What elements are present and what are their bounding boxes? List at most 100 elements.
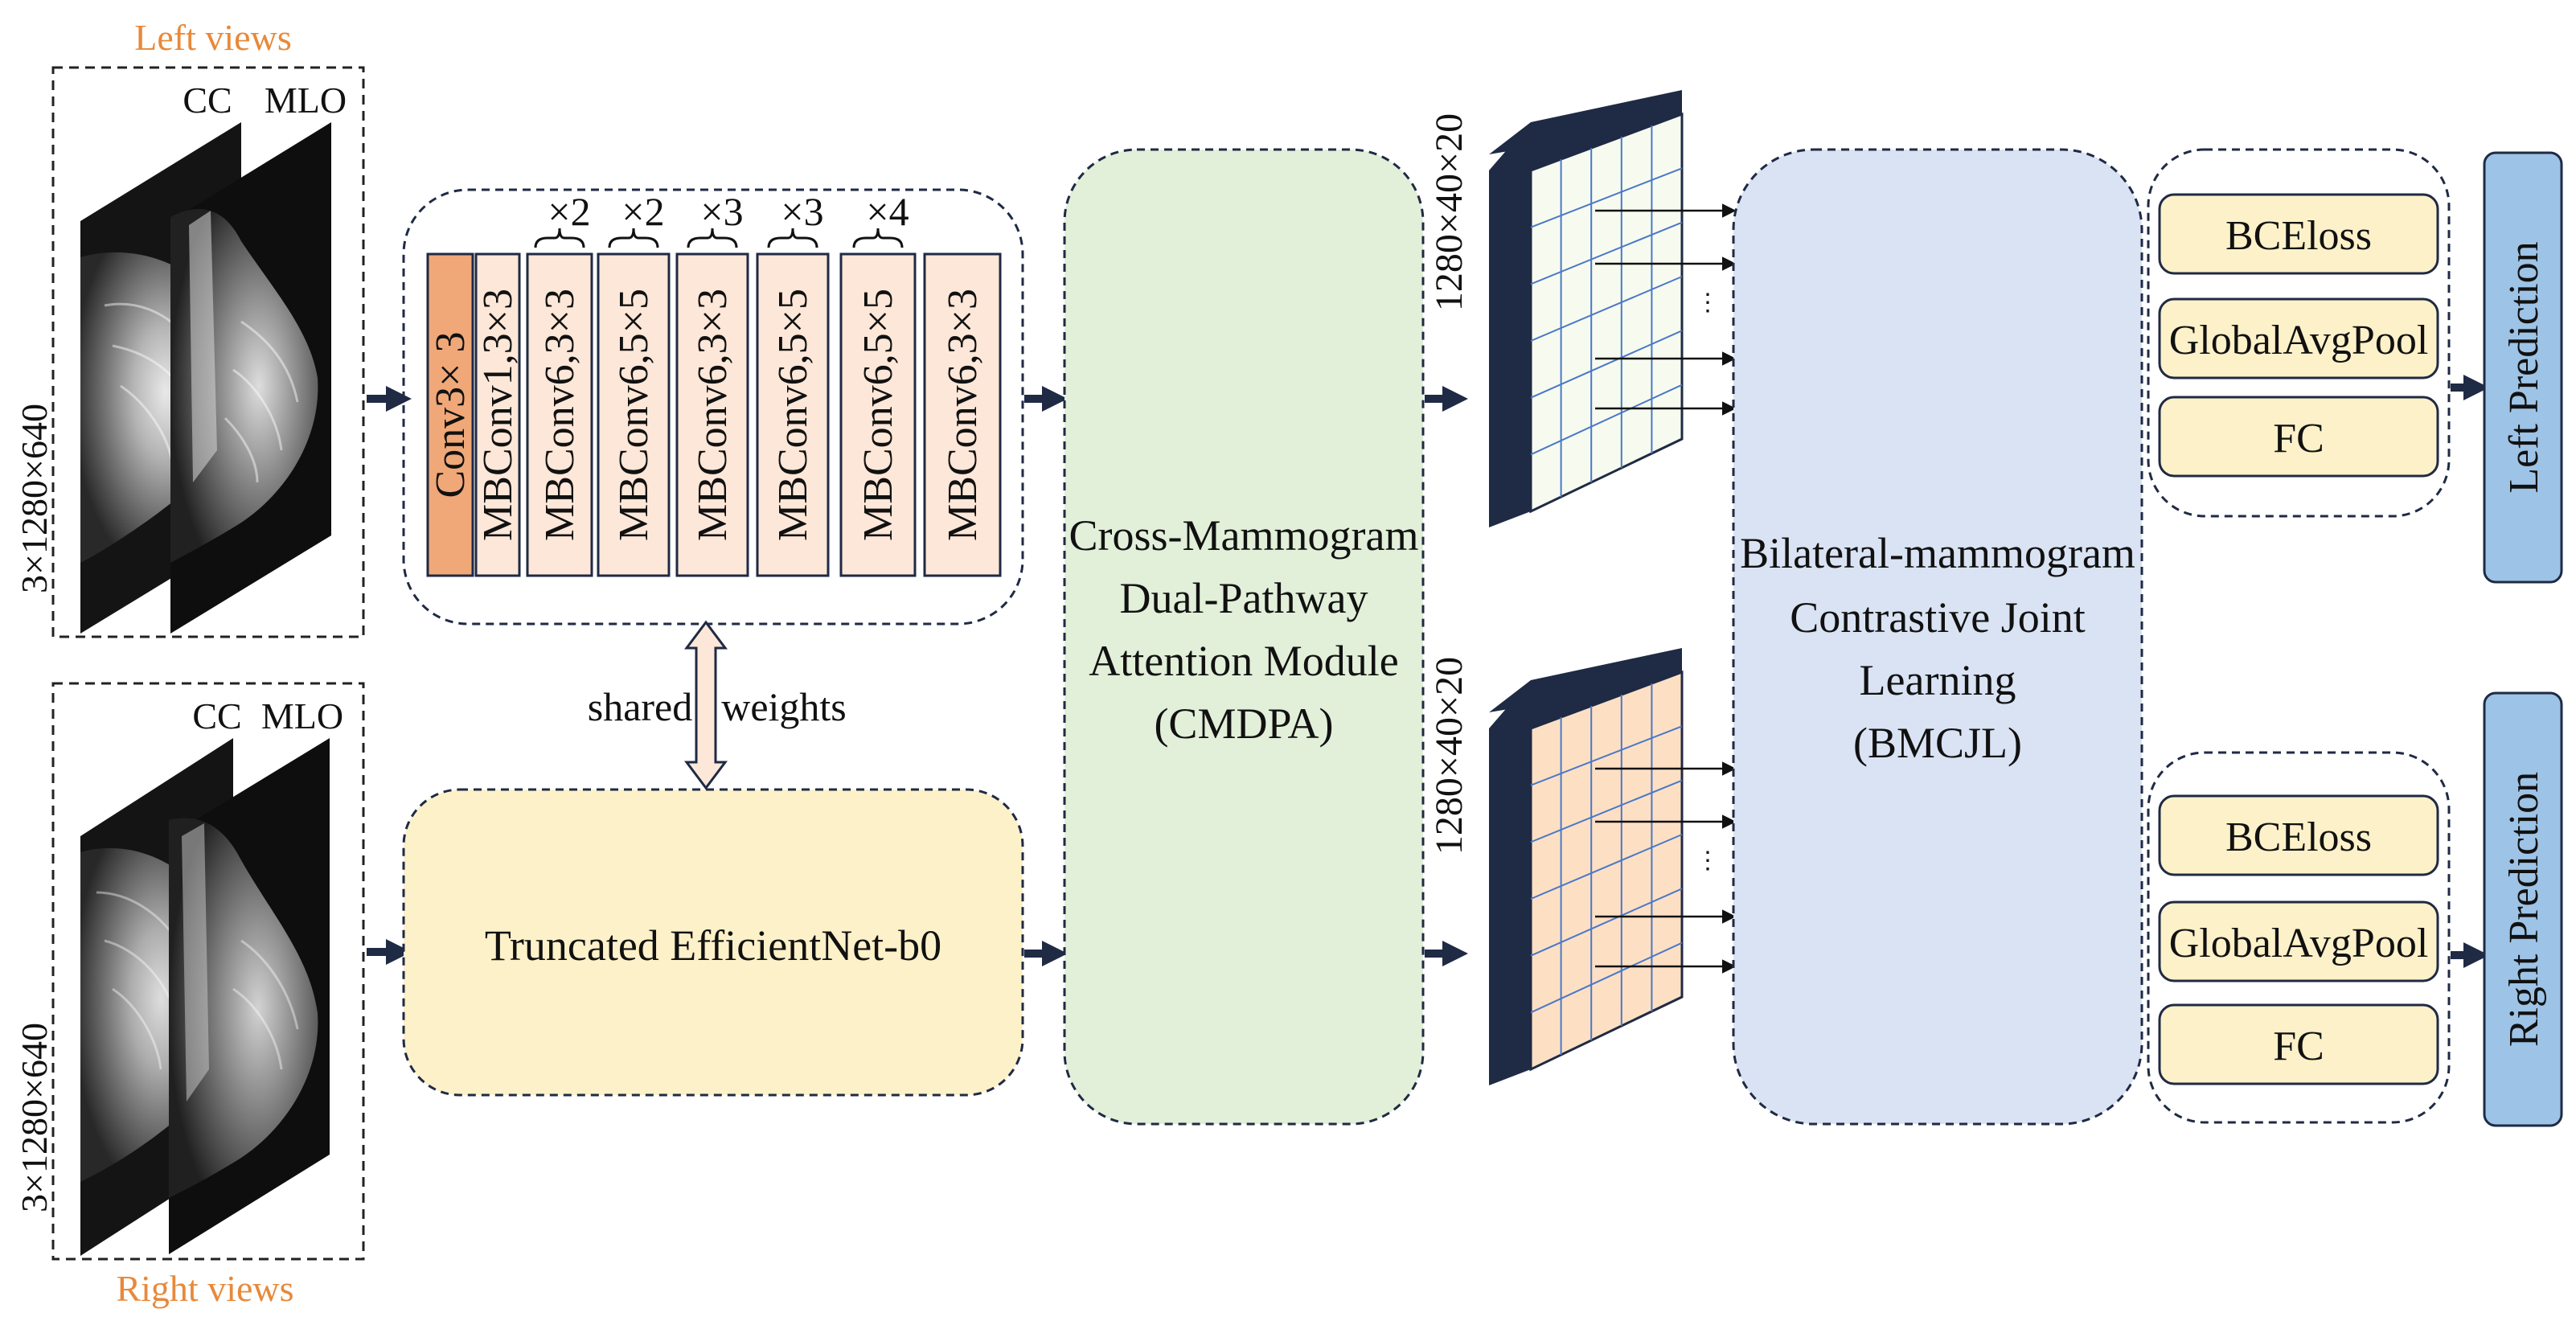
cmdpa-line-2: Dual-Pathway <box>1120 574 1368 622</box>
encoder-block-7 <box>923 252 1002 577</box>
encoder-block-label-4: MBConv6,3×3 <box>690 289 736 541</box>
left-prediction-label: Left Prediction <box>2501 241 2547 493</box>
right-head-frame <box>2147 751 2451 1124</box>
repeat-brace-5 <box>767 228 818 248</box>
right-bceloss-box <box>2158 794 2439 876</box>
left-globalavgpool-label: GlobalAvgPool <box>2169 318 2429 363</box>
feature-bottom-grid-h-1 <box>1530 725 1683 786</box>
cmdpa-line-1: Cross-Mammogram <box>1069 511 1419 560</box>
encoder-block-4 <box>675 252 749 577</box>
repeat-count-2: ×2 <box>548 189 590 234</box>
encoder-frame <box>402 188 1024 626</box>
left-views-frame <box>51 66 365 638</box>
truncated-efficientnet: Truncated EfficientNet-b0 <box>402 788 1024 1097</box>
feature-top-front-face <box>1529 112 1684 514</box>
feature-top-grid-h-1 <box>1530 167 1683 228</box>
cmdpa-box <box>1063 148 1425 1126</box>
bmcjl-module: Bilateral-mammogram Contrastive Joint Le… <box>1732 148 2143 1126</box>
feature-top-top-face <box>1489 90 1682 170</box>
left-fc-label: FC <box>2273 416 2324 461</box>
bmcjl-line-2: Contrastive Joint <box>1790 593 2085 642</box>
left-feature-dims: 1280×40×20 <box>1428 113 1471 311</box>
encoder-block-1 <box>474 252 521 577</box>
encoder-block-label-5: MBConv6,5×5 <box>770 289 816 541</box>
left-prediction-box <box>2483 151 2563 584</box>
right-input-dims: 3×1280×640 <box>14 1023 55 1212</box>
repeat-count-5: ×3 <box>781 189 823 234</box>
left-fc-box <box>2158 396 2439 478</box>
encoder-block-0 <box>426 252 474 577</box>
encoder-block-5 <box>756 252 830 577</box>
cmdpa-module: Cross-Mammogram Dual-Pathway Attention M… <box>1063 148 1425 1126</box>
left-bceloss-label: BCEloss <box>2225 213 2372 259</box>
encoder-block-6 <box>839 252 917 577</box>
truncated-efficientnet-label: Truncated EfficientNet-b0 <box>485 921 941 970</box>
repeat-count-6: ×4 <box>866 189 909 234</box>
left-mlo-image <box>170 122 331 634</box>
feature-top-side-face <box>1489 170 1531 527</box>
encoder-block-2 <box>526 252 593 577</box>
right-prediction: Right Prediction <box>2483 691 2563 1127</box>
left-prediction: Left Prediction <box>2483 151 2563 584</box>
right-fc-label: FC <box>2273 1023 2324 1069</box>
feature-top-grid-h-2 <box>1530 221 1683 285</box>
right-fc-box <box>2158 1003 2439 1085</box>
right-views-frame <box>51 682 365 1261</box>
right-prediction-label: Right Prediction <box>2501 772 2547 1047</box>
feature-top-grid-h-5 <box>1530 384 1683 456</box>
bmcjl-box <box>1732 148 2143 1126</box>
feature-bottom-grid-h-4 <box>1530 888 1683 957</box>
left-bceloss-box <box>2158 193 2439 275</box>
left-feature-map: ⋮ <box>1489 90 1737 527</box>
repeat-brace-3 <box>608 228 659 248</box>
feature-bottom-ellipsis: ⋮ <box>1696 847 1720 874</box>
cmdpa-line-3: Attention Module <box>1089 637 1398 685</box>
right-cc-label: CC <box>192 695 241 736</box>
encoder-block-label-1: MBConv1,3×3 <box>475 289 521 541</box>
right-globalavgpool-box <box>2158 900 2439 982</box>
feature-top-grid-h-4 <box>1530 330 1683 399</box>
feature-bottom-side-face <box>1489 728 1531 1085</box>
encoder-block-label-7: MBConv6,3×3 <box>940 289 986 541</box>
encoder-block-label-3: MBConv6,5×5 <box>611 289 657 541</box>
feature-bottom-front-face <box>1529 670 1684 1072</box>
right-bceloss-label: BCEloss <box>2225 814 2372 860</box>
left-globalavgpool-box <box>2158 297 2439 379</box>
right-views-panel: CC MLO Right views 3×1280×640 <box>14 682 365 1309</box>
feature-bottom-grid-h-2 <box>1530 779 1683 843</box>
feature-bottom-top-face <box>1489 648 1682 728</box>
shared-weights-label-a: shared <box>588 684 693 729</box>
repeat-count-3: ×2 <box>621 189 664 234</box>
left-input-dims: 3×1280×640 <box>14 404 55 593</box>
cmdpa-line-4: (CMDPA) <box>1154 699 1333 748</box>
right-mlo-label: MLO <box>261 695 343 736</box>
right-views-title: Right views <box>116 1268 293 1309</box>
encoder-block-label-6: MBConv6,5×5 <box>855 289 901 541</box>
repeat-count-4: ×3 <box>700 189 743 234</box>
shared-weights-label-b: weights <box>721 684 847 729</box>
feature-bottom-grid-h-3 <box>1530 834 1683 900</box>
right-globalavgpool-label: GlobalAvgPool <box>2169 921 2429 966</box>
right-feature-map: ⋮ <box>1489 648 1737 1085</box>
encoder-block-label-2: MBConv6,3×3 <box>537 289 583 541</box>
feature-bottom-grid-h-5 <box>1530 941 1683 1014</box>
right-mlo-image <box>169 738 330 1254</box>
bmcjl-line-4: (BMCJL) <box>1853 719 2022 767</box>
left-head-group: BCEloss GlobalAvgPool FC <box>2147 148 2451 518</box>
feature-top-ellipsis: ⋮ <box>1696 289 1720 316</box>
left-mlo-label: MLO <box>265 80 347 121</box>
bmcjl-line-3: Learning <box>1860 656 2016 704</box>
feature-top-grid-h-3 <box>1530 276 1683 342</box>
repeat-brace-2 <box>534 228 585 248</box>
left-views-title: Left views <box>134 17 291 58</box>
encoder-block-3 <box>597 252 671 577</box>
repeat-brace-4 <box>687 228 738 248</box>
left-views-panel: Left views CC MLO 3×1280×640 <box>14 17 365 638</box>
right-head-group: BCEloss GlobalAvgPool FC <box>2147 751 2451 1124</box>
left-cc-label: CC <box>183 80 232 121</box>
shared-weights-arrow <box>684 620 728 790</box>
left-head-frame <box>2147 148 2451 518</box>
right-prediction-box <box>2483 691 2563 1127</box>
